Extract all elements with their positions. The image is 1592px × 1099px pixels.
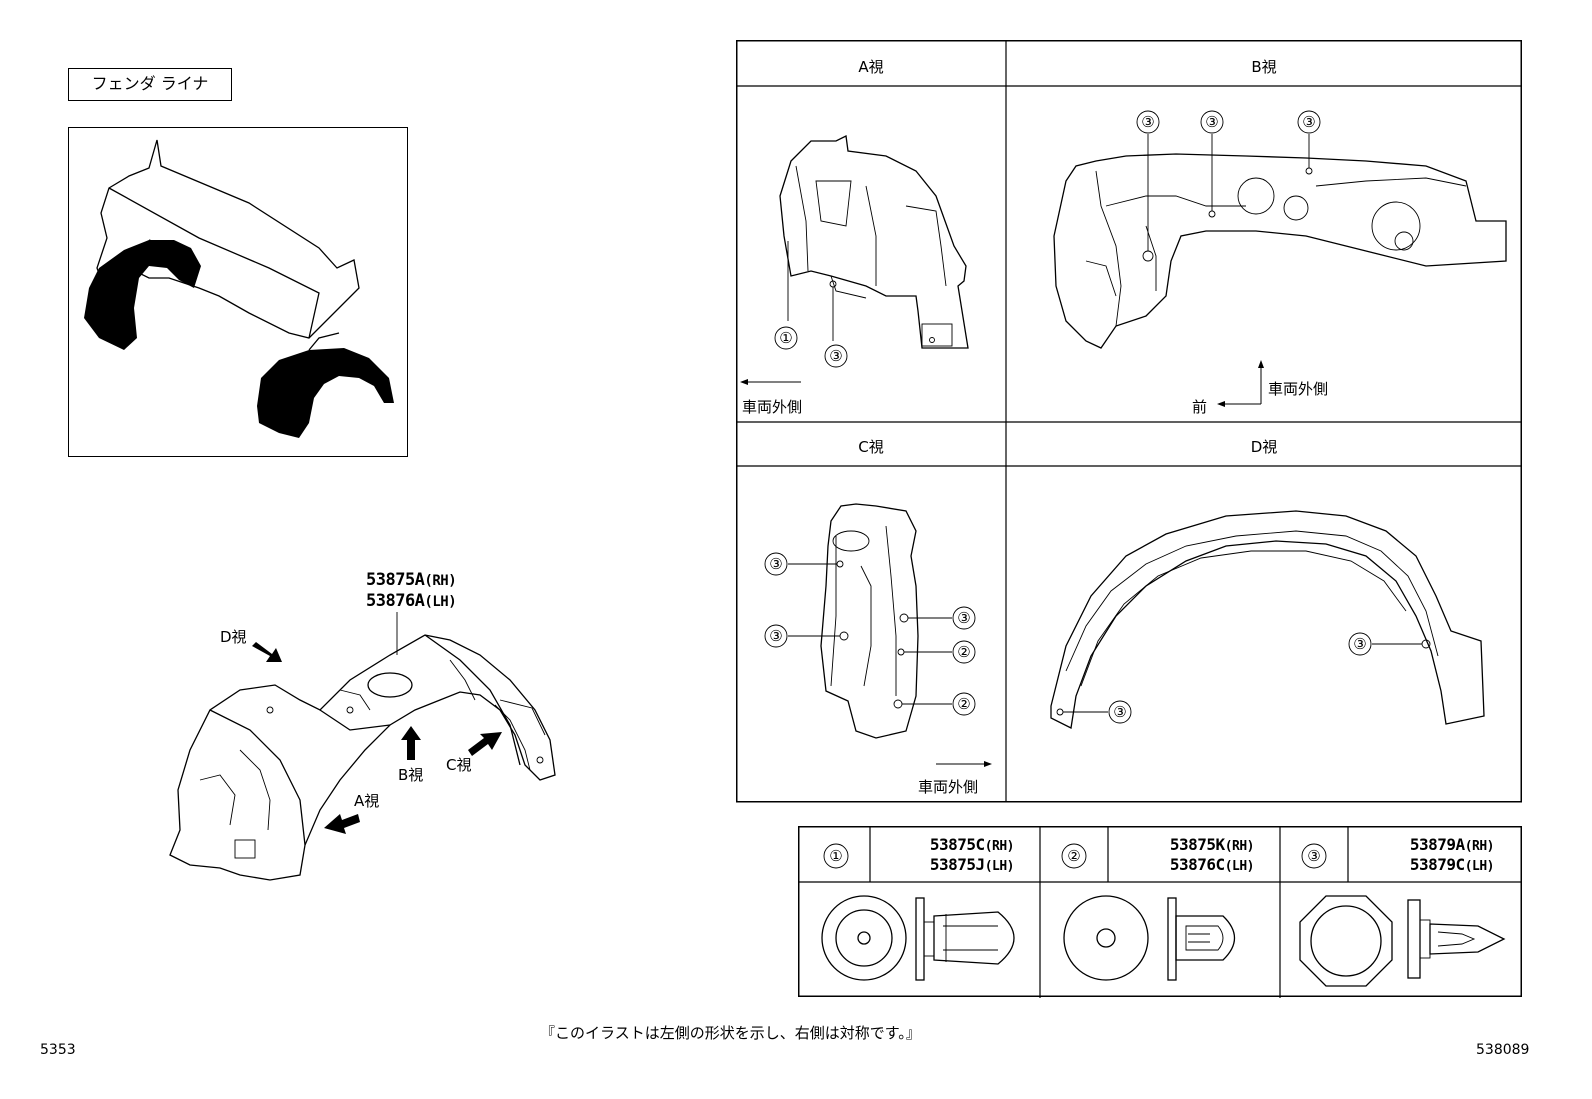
view-a-direction: 車両外側 xyxy=(742,398,803,416)
view-c-callout-5: ② xyxy=(957,695,970,713)
clip-3-part-numbers: 53879A(RH) 53879C(LH) xyxy=(1352,835,1495,876)
figure-code: 538089 xyxy=(1476,1042,1530,1058)
view-c-callout-3: ③ xyxy=(957,609,970,627)
clip-3-rh: 53879A xyxy=(1409,835,1465,854)
view-arrow-c xyxy=(468,732,502,756)
view-label-a: A視 xyxy=(354,792,380,810)
clip-2-lh: 53876C xyxy=(1169,855,1225,874)
page-code: 5353 xyxy=(40,1042,76,1058)
view-b-callout-2: ③ xyxy=(1205,113,1218,131)
clip-1-number: ① xyxy=(829,847,842,865)
view-b-drawing: ③ ③ ③ xyxy=(1053,110,1507,407)
clip-2-number: ② xyxy=(1067,847,1080,865)
view-arrow-a xyxy=(324,814,360,834)
view-arrow-d xyxy=(252,642,282,662)
view-c-drawing: ③ ③ ③ ② ② xyxy=(764,503,992,767)
footnote: 『このイラストは左側の形状を示し、右側は対称です。』 xyxy=(540,1024,921,1042)
view-d-drawing: ③ ③ xyxy=(1050,510,1485,729)
view-label-c: C視 xyxy=(446,756,472,774)
view-b-direction-front: 前 xyxy=(1192,398,1208,416)
view-a-callout-2: ③ xyxy=(829,347,842,365)
view-label-b: B視 xyxy=(398,766,424,784)
view-label-d: D視 xyxy=(220,628,247,646)
clip-1-rh: 53875C xyxy=(929,835,985,854)
view-c-callout-2: ③ xyxy=(769,627,782,645)
clip-2-rh-suffix: (RH) xyxy=(1224,839,1255,854)
view-d-callout-1: ③ xyxy=(1113,703,1126,721)
main-part-lh: 53876A xyxy=(366,591,425,611)
view-b-callout-3: ③ xyxy=(1302,113,1315,131)
vehicle-overview xyxy=(68,127,408,457)
clip-2-lh-suffix: (LH) xyxy=(1224,859,1255,874)
clip-1-lh-suffix: (LH) xyxy=(984,859,1015,874)
clips-grid: ① ② ③ xyxy=(798,826,1522,998)
view-c-callout-4: ② xyxy=(957,643,970,661)
clip-2-illustration xyxy=(1063,895,1236,981)
view-c-callout-1: ③ xyxy=(769,555,782,573)
main-part-lh-suffix: (LH) xyxy=(424,594,457,610)
clip-1-rh-suffix: (RH) xyxy=(984,839,1015,854)
view-b-callout-1: ③ xyxy=(1141,113,1154,131)
view-a-drawing: ① ③ xyxy=(740,135,969,385)
views-grid xyxy=(736,40,1522,803)
clip-3-number: ③ xyxy=(1307,847,1320,865)
main-part-rh-suffix: (RH) xyxy=(424,573,457,589)
main-part-rh: 53875A xyxy=(366,570,425,590)
clip-3-rh-suffix: (RH) xyxy=(1464,839,1495,854)
view-b-direction-out: 車両外側 xyxy=(1268,380,1329,398)
view-a-header: A視 xyxy=(858,58,884,76)
main-part-number: 53875A(RH) 53876A(LH) xyxy=(366,570,457,612)
view-d-header: D視 xyxy=(1250,438,1278,456)
view-b-header: B視 xyxy=(1251,58,1277,76)
clip-2-part-numbers: 53875K(RH) 53876C(LH) xyxy=(1112,835,1255,876)
view-c-header: C視 xyxy=(858,438,884,456)
clip-3-illustration xyxy=(1299,895,1506,987)
view-d-callout-2: ③ xyxy=(1353,635,1366,653)
clip-3-lh: 53879C xyxy=(1409,855,1465,874)
clip-1-part-numbers: 53875C(RH) 53875J(LH) xyxy=(872,835,1015,876)
clip-2-rh: 53875K xyxy=(1169,835,1225,854)
clip-1-illustration xyxy=(821,895,1015,981)
fender-liner-drawing xyxy=(169,612,556,881)
clip-1-lh: 53875J xyxy=(929,855,985,874)
view-c-direction: 車両外側 xyxy=(918,778,979,796)
vehicle-overview-drawing xyxy=(84,139,394,438)
view-a-callout-1: ① xyxy=(779,329,792,347)
clip-3-lh-suffix: (LH) xyxy=(1464,859,1495,874)
section-title: フェンダ ライナ xyxy=(68,68,232,101)
view-arrow-b xyxy=(401,726,421,760)
